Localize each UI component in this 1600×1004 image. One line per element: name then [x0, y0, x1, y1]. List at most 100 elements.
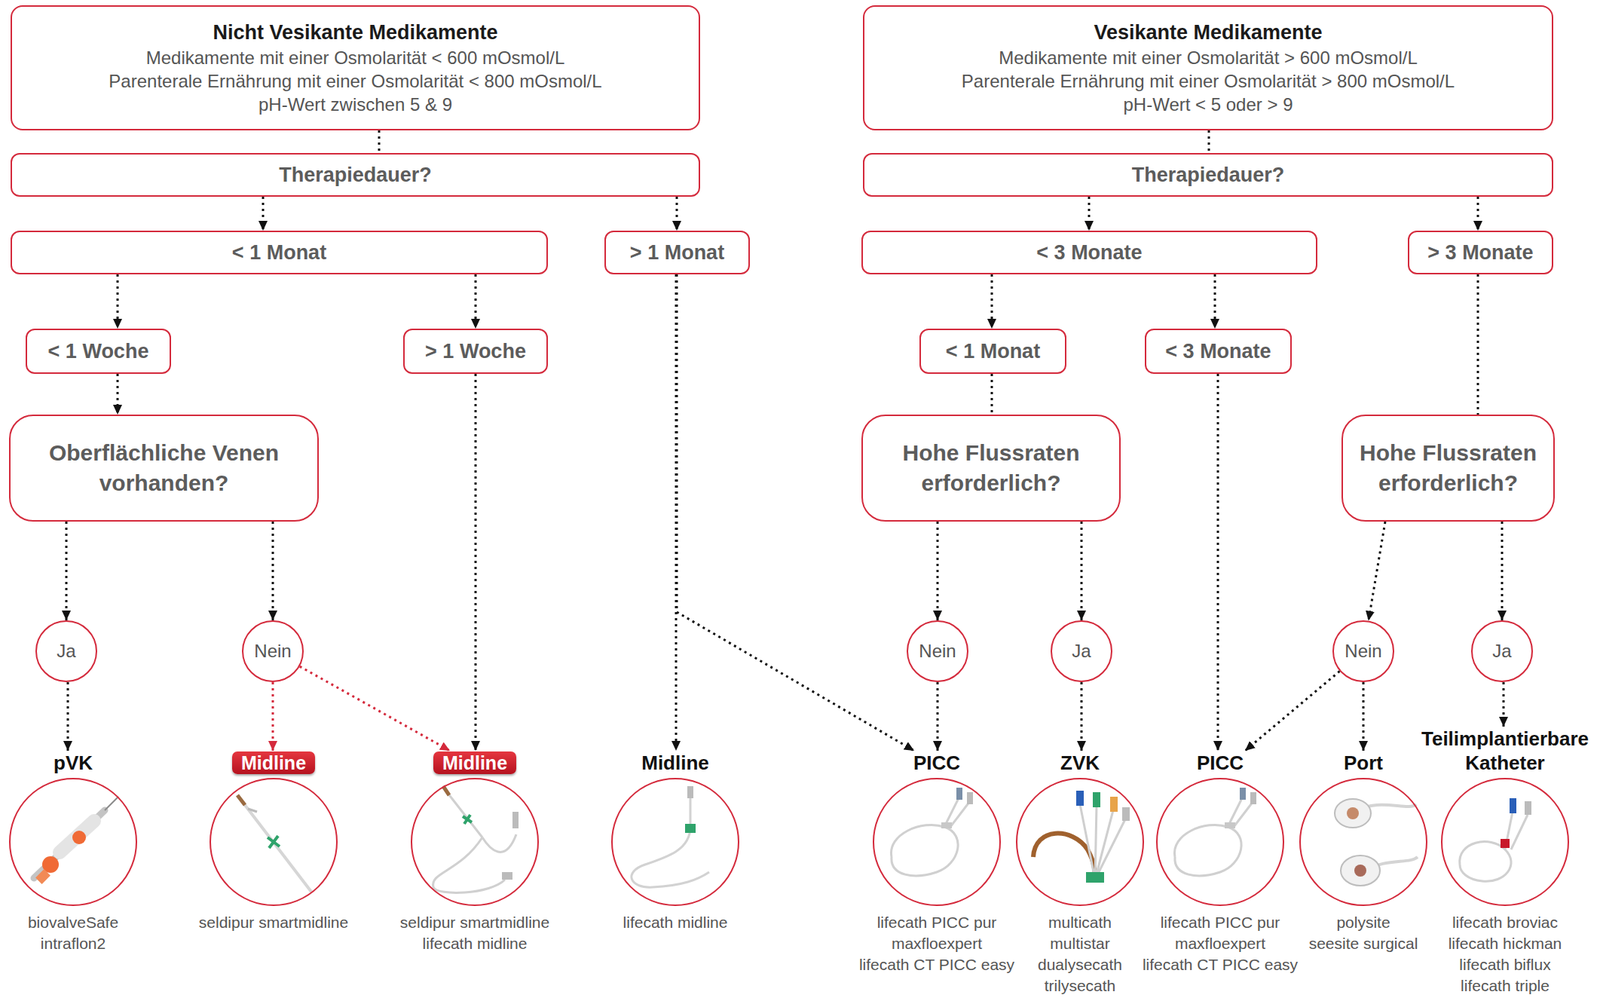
product-name: lifecath PICC pur	[1136, 911, 1304, 934]
product-name: seldipur smartmidline	[388, 911, 561, 934]
decision-box: Hohe Flussraten erforderlich?	[861, 414, 1121, 522]
dotted-connector	[1088, 196, 1091, 231]
illustration-part	[247, 808, 257, 812]
product-heading: Midline	[604, 750, 747, 775]
illustration-part	[1076, 790, 1084, 806]
illustration-part	[1092, 792, 1101, 808]
product-heading-row: Port	[1292, 750, 1435, 775]
decision-box: Hohe Flussraten erforderlich?	[1341, 414, 1555, 522]
product-node: Portpolysiteseesite surgical	[1292, 750, 1435, 955]
box-heading: Vesikante Medikamente	[1093, 19, 1322, 46]
dotted-connector	[1502, 682, 1506, 727]
product-node: PICClifecath PICC purmaxfloexpertlifecat…	[853, 750, 1021, 976]
box-text: < 1 Monat	[945, 339, 1041, 364]
dotted-connector	[65, 521, 68, 621]
illustration-part	[72, 830, 86, 845]
dotted-connector	[67, 682, 70, 751]
dotted-connector	[936, 682, 940, 751]
product-heading-row: Teilimplantierbare Katheter	[1411, 726, 1599, 775]
dotted-connector	[676, 196, 679, 231]
category-box: Vesikante MedikamenteMedikamente mit ein…	[862, 5, 1554, 131]
answer-circle: Nein	[241, 620, 304, 683]
dotted-connector	[675, 274, 678, 751]
product-circle	[1156, 777, 1285, 906]
product-circle	[1015, 777, 1145, 906]
duration-box: > 1 Woche	[403, 328, 548, 374]
product-node: Midline seldipur smartmidlinelifecath mid…	[388, 750, 561, 955]
dotted-connector	[1477, 274, 1480, 415]
midline-needle-illustration	[237, 795, 312, 892]
product-node: Teilimplantierbare Katheterlifecath brov…	[1411, 726, 1599, 997]
answer-circle: Ja	[1471, 620, 1533, 683]
dotted-connector	[116, 373, 120, 415]
box-text: Hohe Flussraten erforderlich?	[870, 437, 1112, 499]
dotted-connector	[378, 130, 381, 153]
product-name: lifecath hickman	[1411, 933, 1599, 955]
product-heading-row: Midline	[604, 750, 747, 775]
box-text: > 1 Woche	[425, 339, 527, 364]
product-name: lifecath triple	[1411, 975, 1599, 997]
product-heading-row: Midline	[187, 750, 360, 775]
box-text: > 3 Monate	[1427, 241, 1533, 265]
box-text: < 1 Monat	[232, 241, 327, 265]
box-text: < 1 Woche	[48, 339, 150, 364]
illustration-part	[941, 822, 952, 829]
dotted-connector	[1477, 196, 1480, 231]
port-illustration	[1334, 798, 1418, 886]
product-node: PICClifecath PICC purmaxfloexpertlifecat…	[1136, 750, 1304, 976]
box-text: Ja	[1492, 640, 1512, 662]
illustration-part	[33, 810, 105, 879]
question-bar: Therapiedauer?	[10, 152, 701, 197]
illustration-part	[443, 786, 450, 796]
product-heading: Teilimplantierbare Katheter	[1411, 726, 1599, 775]
dotted-connector	[1080, 682, 1083, 751]
product-heading-row: PICC	[853, 750, 1021, 775]
dotted-connector	[1208, 130, 1211, 153]
product-heading-row: ZVK	[1009, 750, 1151, 775]
illustration-part	[462, 814, 472, 824]
dotted-connector	[991, 373, 994, 415]
illustration-part	[1250, 792, 1257, 805]
decision-box: Oberflächliche Venen vorhanden?	[9, 414, 319, 522]
product-circle	[209, 777, 338, 906]
illustration-part	[1354, 864, 1367, 877]
dotted-connector	[1501, 521, 1504, 621]
product-heading-row: PICC	[1136, 750, 1304, 775]
illustration-part	[1033, 833, 1096, 880]
picc-illustration	[1174, 787, 1257, 876]
illustration-part	[433, 789, 517, 893]
box-text: Therapiedauer?	[278, 163, 432, 187]
dotted-connector	[1362, 682, 1365, 751]
box-text: Ja	[56, 640, 76, 662]
illustration-part	[1122, 807, 1130, 821]
dotted-connector	[1245, 670, 1340, 751]
box-body-line: pH-Wert < 5 oder > 9	[1123, 92, 1294, 117]
illustration-part	[1524, 801, 1532, 815]
question-bar: Therapiedauer?	[862, 152, 1554, 197]
product-name: intraflon2	[2, 933, 144, 955]
dotted-connector	[474, 274, 478, 329]
product-node: Midlineseldipur smartmidline	[187, 750, 360, 934]
product-name: lifecath midline	[604, 911, 747, 934]
duration-box: > 1 Monat	[604, 230, 750, 275]
answer-circle: Nein	[1332, 620, 1395, 683]
dotted-connector	[1214, 274, 1217, 329]
box-text: Nein	[253, 640, 291, 662]
illustration-part	[687, 786, 694, 799]
lifecath-midline-illustration	[631, 786, 710, 888]
product-heading-row: Midline	[388, 750, 561, 775]
duration-box: < 1 Monat	[919, 328, 1067, 374]
illustration-part	[501, 871, 513, 880]
product-name: polysite	[1292, 911, 1435, 934]
box-heading: Nicht Vesikante Medikamente	[212, 19, 498, 46]
illustration-part	[1086, 871, 1105, 883]
product-circle	[410, 777, 539, 906]
box-text: Ja	[1071, 640, 1091, 662]
product-name: lifecath midline	[388, 933, 561, 955]
product-name: biovalveSafe	[2, 911, 144, 934]
product-name: multicath	[1009, 911, 1151, 934]
dotted-connector	[299, 666, 450, 751]
product-node: ZVKmulticathmultistardualysecathtrilysec…	[1009, 750, 1151, 997]
product-name: lifecath PICC pur	[853, 911, 1021, 934]
illustration-part	[1500, 838, 1510, 848]
